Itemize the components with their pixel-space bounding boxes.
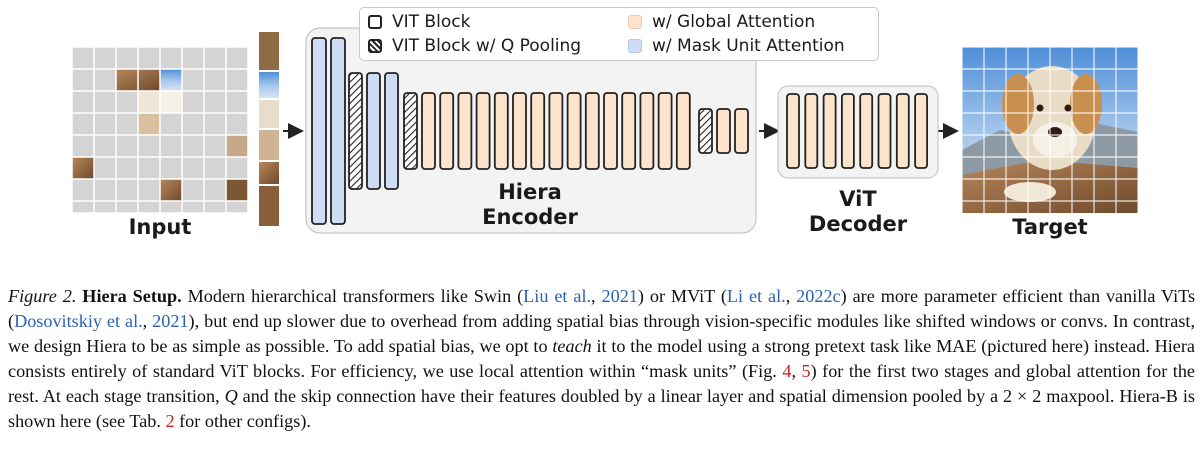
vit-block <box>330 37 346 225</box>
caption-emphasis: Q <box>224 386 238 407</box>
caption-figure-number: Figure 2. <box>8 286 77 307</box>
vit-block <box>384 72 399 190</box>
vit-block <box>859 93 874 169</box>
visible-patch <box>226 135 248 157</box>
encoder-label-line1: Hiera <box>498 180 562 204</box>
figure-ref-link[interactable]: 5 <box>801 361 811 382</box>
hiera-figure: VIT Block VIT Block w/ Q Pooling w/ Glob… <box>71 7 1139 239</box>
caption-text: ) or MViT ( <box>637 286 727 307</box>
legend-label: VIT Block w/ Q Pooling <box>392 36 582 56</box>
global-attention-swatch <box>628 15 642 29</box>
input-label: Input <box>128 215 192 239</box>
vit-block <box>804 93 819 169</box>
caption-text: ), but end up slower due to overhead fro… <box>8 311 1195 357</box>
vit-block <box>657 92 673 170</box>
legend-label: VIT Block <box>392 12 471 32</box>
vit-block <box>877 93 892 169</box>
plain-block-icon <box>368 15 382 29</box>
vit-block <box>348 72 363 190</box>
caption-text: for other configs). <box>174 411 311 432</box>
figure-ref-link[interactable]: 4 <box>782 361 792 382</box>
vit-block <box>675 92 691 170</box>
caption-text: , <box>791 361 802 382</box>
vit-block <box>621 92 637 170</box>
target-label: Target <box>1012 215 1088 239</box>
vit-block <box>639 92 655 170</box>
vit-block <box>439 92 455 170</box>
vit-block <box>403 92 418 170</box>
caption-text: and the skip connection have their featu… <box>8 386 1195 432</box>
visible-patch <box>72 157 94 179</box>
encoder-blocks <box>311 37 749 225</box>
citation-link[interactable]: Dosovitskiy et al. <box>14 311 143 332</box>
vit-block <box>311 37 327 225</box>
caption-text: , <box>785 286 797 307</box>
vit-block <box>734 108 749 154</box>
vit-block <box>603 92 618 170</box>
vit-block <box>421 92 436 170</box>
citation-link[interactable]: Liu et al. <box>523 286 592 307</box>
figure-caption: Figure 2. Hiera Setup. Modern hierarchic… <box>8 284 1195 434</box>
vit-block <box>841 93 855 169</box>
legend-label: w/ Global Attention <box>652 12 816 32</box>
legend-label: w/ Mask Unit Attention <box>652 36 845 56</box>
caption-title: Hiera Setup. <box>82 286 182 307</box>
caption-text: , <box>591 286 602 307</box>
citation-link[interactable]: Li et al. <box>726 286 786 307</box>
caption-text: Modern hierarchical transformers like Sw… <box>181 286 524 307</box>
visible-patch <box>138 113 160 135</box>
citation-link[interactable]: 2021 <box>601 286 638 307</box>
mask-unit-attention-swatch <box>628 39 642 53</box>
vit-block <box>584 92 600 170</box>
vit-block <box>716 108 731 154</box>
hiera-diagram <box>71 27 1139 234</box>
legend: VIT Block VIT Block w/ Q Pooling w/ Glob… <box>359 7 879 61</box>
input-masked-image <box>71 46 249 214</box>
visible-patch <box>160 69 182 91</box>
target-image <box>961 46 1139 213</box>
caption-emphasis: teach <box>552 336 592 357</box>
citation-link[interactable]: 2021 <box>152 311 189 332</box>
citation-link[interactable]: 2022c <box>796 286 841 307</box>
table-ref-link[interactable]: 2 <box>165 411 175 432</box>
caption-text: ) for the first two stages and global at… <box>8 361 1195 407</box>
input-token-strip <box>259 32 279 226</box>
vit-block <box>493 92 509 170</box>
visible-patch <box>226 179 248 201</box>
encoder-label-line2: Encoder <box>482 205 578 229</box>
vit-block <box>786 93 800 169</box>
vit-block <box>822 93 837 169</box>
visible-patch <box>160 91 182 113</box>
decoder-label-line1: ViT <box>839 187 877 211</box>
vit-block <box>475 92 491 170</box>
vit-block <box>698 108 713 154</box>
hatched-block-icon <box>368 39 382 53</box>
caption-text: , <box>142 311 153 332</box>
vit-block <box>366 72 381 190</box>
vit-block <box>530 92 546 170</box>
vit-block <box>914 93 928 169</box>
caption-text: it to the model using a strong pretext t… <box>8 336 1195 382</box>
decoder-blocks <box>786 93 928 169</box>
vit-block <box>548 92 564 170</box>
caption-text: ) are more parameter efficient than vani… <box>8 286 1196 332</box>
vit-block <box>512 92 527 170</box>
vit-block <box>895 93 910 169</box>
decoder-panel <box>777 85 939 179</box>
visible-patch <box>160 179 182 201</box>
decoder-label-line2: Decoder <box>808 212 908 236</box>
vit-block <box>566 92 582 170</box>
vit-block <box>457 92 473 170</box>
